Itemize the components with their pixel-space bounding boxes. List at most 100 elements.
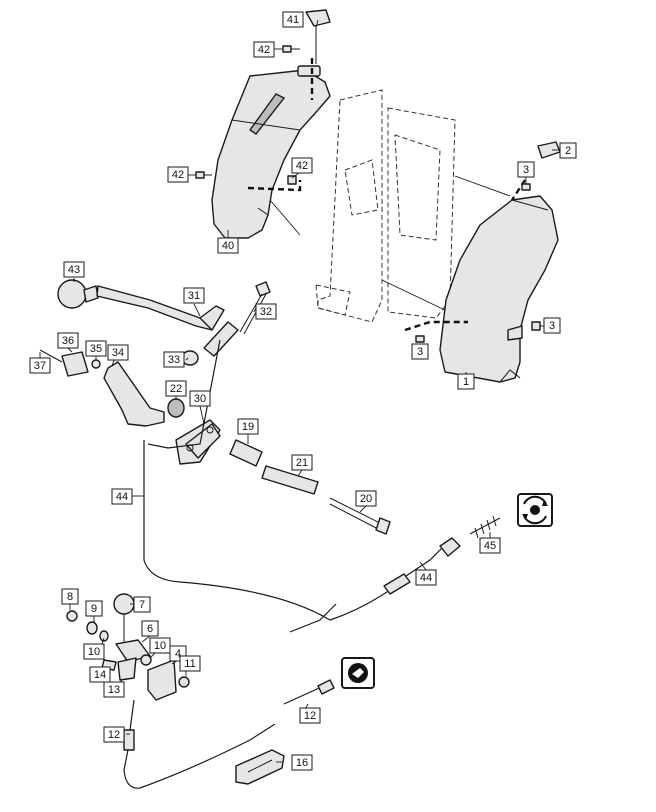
- callout-2: 2: [559, 142, 577, 159]
- svg-text:19: 19: [242, 421, 254, 433]
- svg-text:36: 36: [62, 335, 74, 347]
- callout-11: 11: [179, 655, 201, 672]
- lower-lever-assembly: [66, 593, 190, 701]
- lower-cable-end: [123, 679, 335, 751]
- svg-text:4: 4: [175, 648, 181, 660]
- callout-37: 37: [29, 357, 51, 374]
- svg-text:3: 3: [523, 164, 529, 176]
- callout-14: 14: [89, 666, 111, 683]
- svg-text:43: 43: [68, 264, 80, 276]
- callout-8: 8: [61, 588, 79, 605]
- drive-symbol-icon: [341, 657, 375, 689]
- svg-text:12: 12: [108, 729, 120, 741]
- chute-handle-knob: [305, 9, 331, 64]
- cable-spring-45: [383, 515, 501, 595]
- callout-40: 40: [217, 237, 239, 254]
- svg-text:10: 10: [88, 646, 100, 658]
- svg-text:7: 7: [139, 599, 145, 611]
- svg-text:42: 42: [258, 44, 270, 56]
- lower-cable-12: [123, 699, 276, 789]
- callout-44-right: 44: [415, 569, 437, 586]
- left-chute-cover: [211, 65, 331, 239]
- svg-text:33: 33: [168, 354, 180, 366]
- link-plate-30: [175, 419, 221, 465]
- callout-20: 20: [355, 490, 377, 507]
- svg-text:31: 31: [188, 290, 200, 302]
- svg-text:9: 9: [91, 603, 97, 615]
- control-cable-44: [143, 440, 451, 621]
- callout-10-left: 10: [83, 643, 105, 660]
- callout-12-left: 12: [103, 726, 125, 743]
- callout-42-left: 42: [167, 166, 189, 183]
- svg-text:42: 42: [172, 169, 184, 181]
- bolt-20: [329, 497, 391, 535]
- callout-36: 36: [57, 332, 79, 349]
- svg-text:10: 10: [154, 640, 166, 652]
- svg-text:42: 42: [296, 160, 308, 172]
- svg-text:21: 21: [296, 457, 308, 469]
- right-chute-cover: [439, 195, 559, 383]
- cable-connector: [289, 603, 337, 633]
- svg-text:16: 16: [296, 757, 308, 769]
- svg-text:22: 22: [170, 383, 182, 395]
- callout-30: 30: [189, 390, 211, 407]
- callout-33: 33: [163, 351, 185, 368]
- svg-text:34: 34: [112, 347, 124, 359]
- svg-text:1: 1: [463, 376, 469, 388]
- spacer-tube-33: [181, 321, 239, 366]
- svg-text:44: 44: [420, 572, 432, 584]
- callout-42-top: 42: [253, 41, 275, 58]
- svg-text:13: 13: [108, 684, 120, 696]
- svg-text:3: 3: [549, 320, 555, 332]
- callout-45: 45: [479, 537, 501, 554]
- callout-42-mid: 42: [291, 157, 313, 174]
- callout-3-bottom: 3: [411, 343, 429, 360]
- bracket-16: [235, 749, 285, 785]
- callout-19: 19: [237, 418, 259, 435]
- callout-13: 13: [103, 681, 125, 698]
- callout-16: 16: [291, 754, 313, 771]
- callout-tags: 41 42 42 42 40 2 3 3 3 1 43 31 32 33 36 …: [29, 11, 577, 771]
- screws: [195, 45, 541, 343]
- callout-1: 1: [457, 373, 475, 390]
- svg-text:32: 32: [260, 306, 272, 318]
- callout-31: 31: [183, 287, 205, 304]
- svg-text:41: 41: [287, 14, 299, 26]
- callout-41: 41: [282, 11, 304, 28]
- svg-text:35: 35: [90, 343, 102, 355]
- spacer-tube-21: [261, 465, 319, 495]
- spacer-tube-19: [229, 439, 263, 467]
- bushing-22: [167, 398, 185, 418]
- svg-text:2: 2: [565, 145, 571, 157]
- left-bracket-34: [39, 349, 165, 427]
- svg-text:40: 40: [222, 240, 234, 252]
- bolt-path-3: [247, 180, 302, 192]
- callout-6: 6: [141, 620, 159, 637]
- rotation-symbol-icon: [517, 493, 553, 527]
- svg-text:12: 12: [304, 710, 316, 722]
- callout-43: 43: [63, 261, 85, 278]
- bolt-path-4: [404, 320, 468, 332]
- auger-handle: [57, 279, 225, 331]
- callout-12-right: 12: [299, 707, 321, 724]
- svg-text:11: 11: [184, 658, 195, 670]
- svg-text:37: 37: [34, 360, 46, 372]
- callout-10-right: 10: [149, 637, 171, 654]
- svg-text:44: 44: [116, 491, 128, 503]
- callout-3-top: 3: [517, 161, 535, 178]
- callout-32: 32: [255, 303, 277, 320]
- svg-text:20: 20: [360, 493, 372, 505]
- callout-34: 34: [107, 344, 129, 361]
- callout-3-right: 3: [543, 317, 561, 334]
- svg-text:8: 8: [67, 591, 73, 603]
- callout-21: 21: [291, 454, 313, 471]
- bolt-32: [239, 281, 271, 335]
- callout-9: 9: [85, 600, 103, 617]
- callout-44-left: 44: [111, 488, 133, 505]
- svg-text:3: 3: [417, 346, 423, 358]
- callout-35: 35: [85, 340, 107, 357]
- svg-text:14: 14: [94, 669, 106, 681]
- svg-text:6: 6: [147, 623, 153, 635]
- svg-text:30: 30: [194, 393, 206, 405]
